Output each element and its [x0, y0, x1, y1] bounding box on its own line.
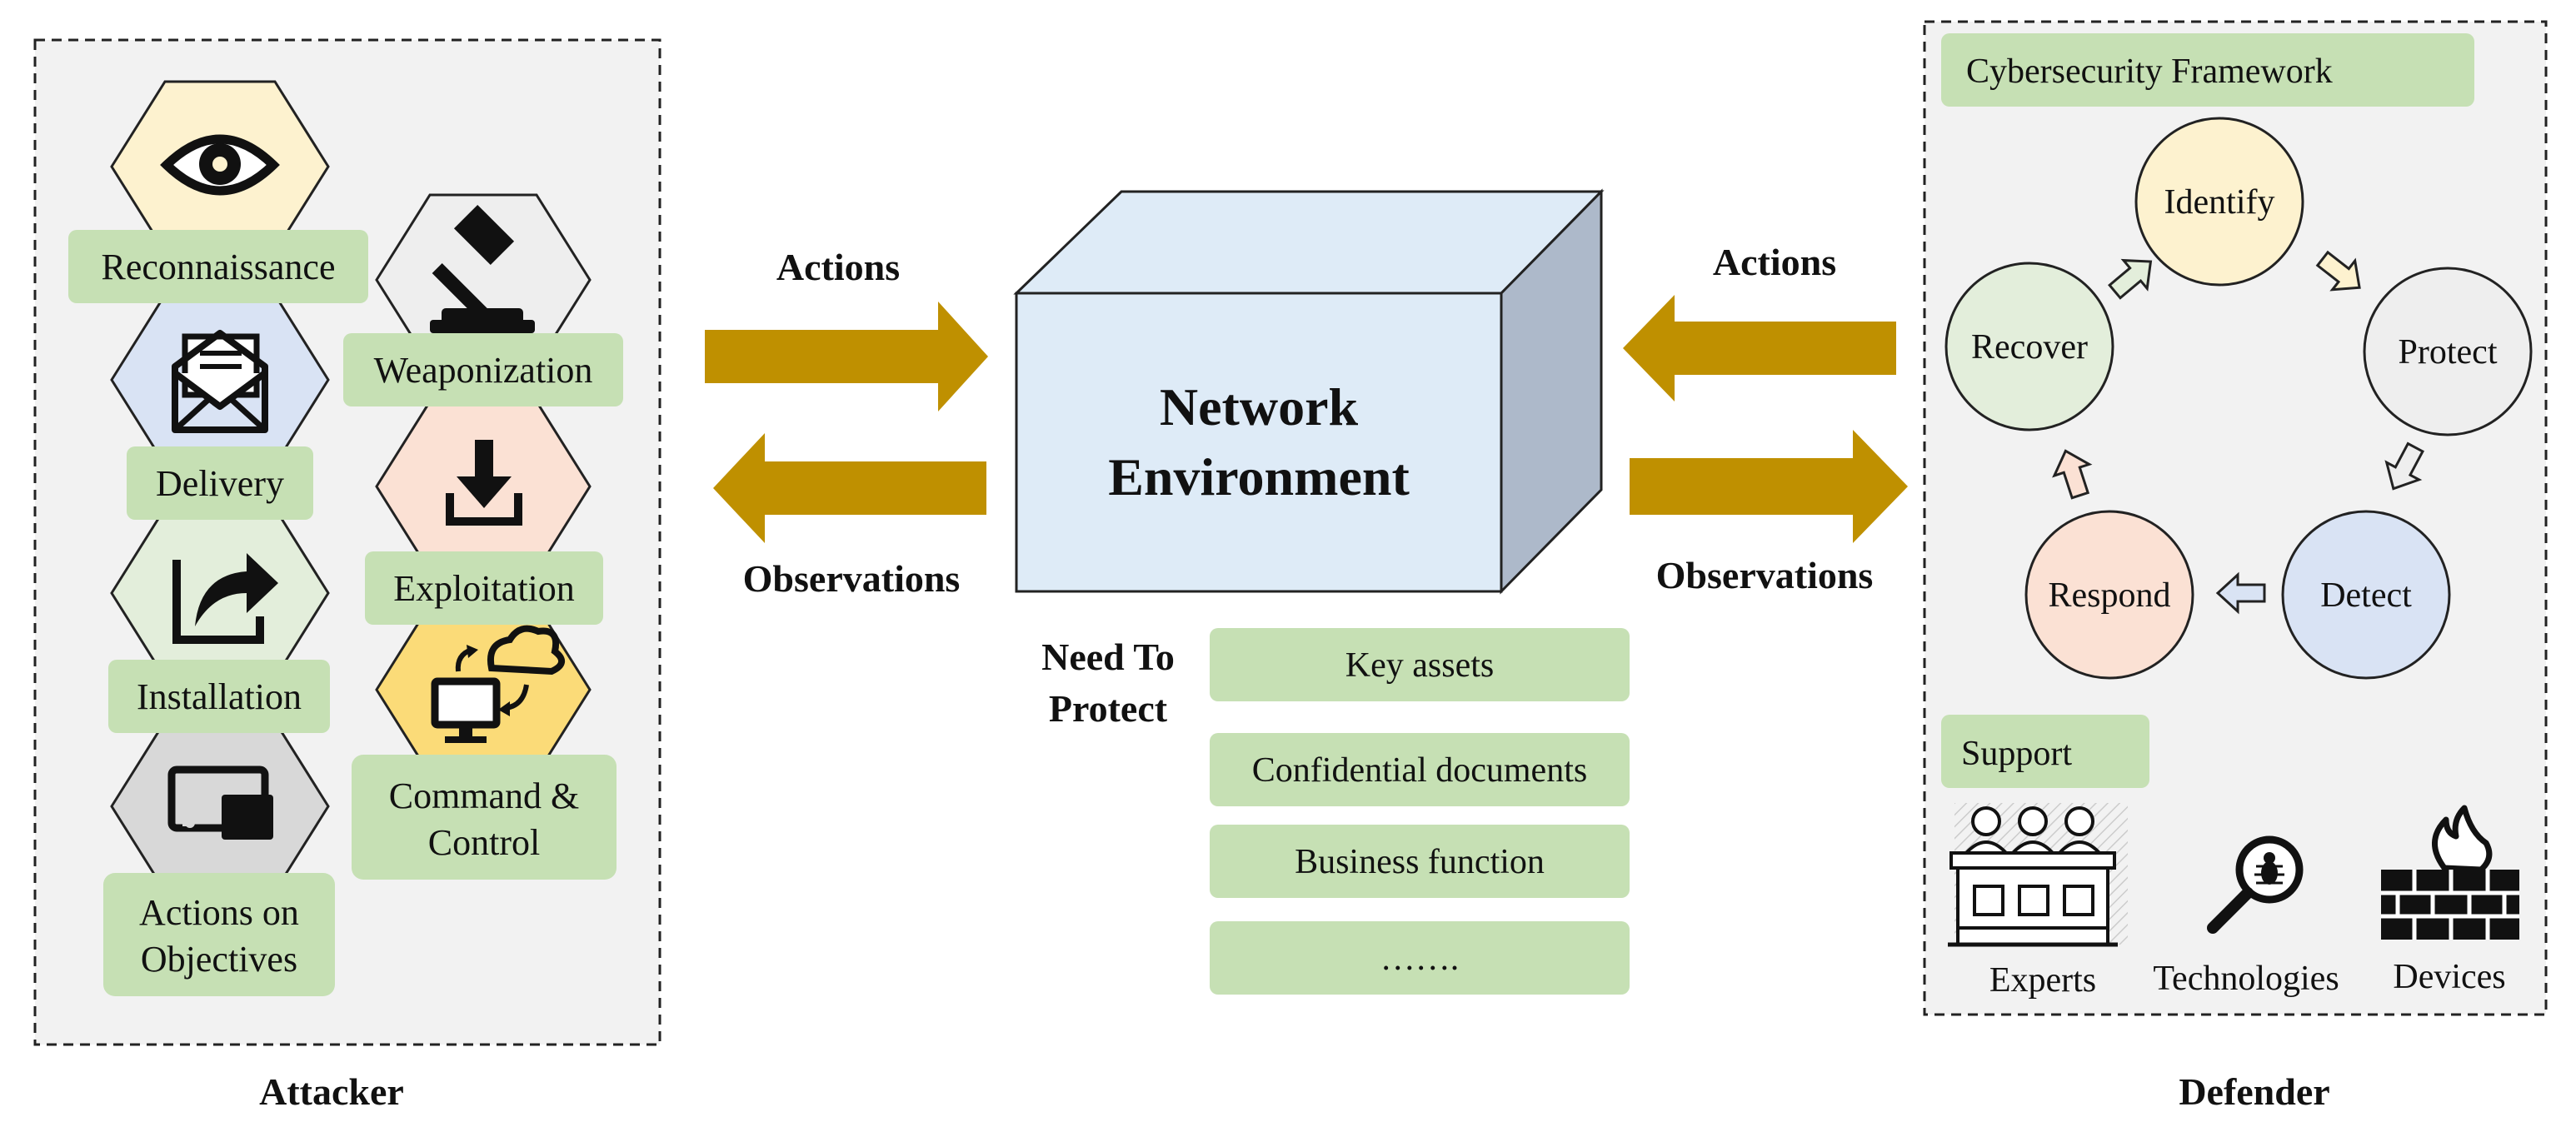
computer-cloud-icon: [431, 625, 565, 743]
arrow-respond-to-recover: [2052, 449, 2093, 500]
weaponization-text: Weaponization: [374, 350, 593, 391]
right-observations-arrow: [1630, 430, 1908, 543]
network-environment-line1: Network: [1160, 377, 1359, 436]
command-control-text-line2: Control: [428, 822, 540, 863]
left-actions-label: Actions: [776, 246, 900, 288]
gavel-icon: [430, 204, 535, 333]
need-to-protect-line1: Need To: [1041, 636, 1175, 678]
delivery-text: Delivery: [156, 463, 284, 504]
support-devices-label: Devices: [2393, 958, 2505, 996]
right-actions-arrow: [1623, 295, 1896, 401]
framework-label-box: [1941, 33, 2474, 107]
asset-confidential-documents: Confidential documents: [1252, 751, 1587, 790]
left-observations-arrow: [713, 433, 986, 543]
eye-icon: [160, 134, 280, 196]
reconnaissance-text: Reconnaissance: [102, 247, 336, 287]
stage-label-command-control: [352, 755, 617, 880]
asset-ellipsis: …….: [1380, 940, 1460, 978]
arrow-protect-to-detect: [2384, 441, 2425, 491]
asset-box-confidential-documents: [1210, 733, 1630, 806]
stage-label-exploitation: [365, 551, 603, 625]
asset-key-assets: Key assets: [1345, 646, 1494, 685]
asset-box-key-assets: [1210, 628, 1630, 701]
installation-text: Installation: [137, 676, 302, 717]
arrow-recover-to-identify: [2108, 258, 2153, 300]
function-identify: [2134, 117, 2304, 287]
download-icon: [446, 440, 522, 526]
function-protect: [2363, 267, 2533, 436]
support-label-box: [1941, 715, 2149, 788]
recover-text: Recover: [1971, 328, 2088, 367]
envelope-icon: [172, 330, 268, 433]
stage-label-actions-on-objectives: [103, 873, 335, 996]
stage-label-reconnaissance: [68, 230, 368, 303]
support-technologies-label: Technologies: [2153, 960, 2339, 998]
stage-label-delivery: [127, 446, 313, 520]
actions-on-objectives-text-line2: Objectives: [141, 939, 297, 980]
share-arrow-icon: [172, 553, 278, 644]
support-label: Support: [1961, 735, 2072, 773]
arrow-detect-to-respond: [2215, 571, 2266, 615]
need-to-protect-line2: Protect: [1049, 687, 1168, 730]
network-environment-box: [1015, 292, 1503, 593]
protect-text: Protect: [2399, 333, 2498, 372]
stage-label-installation: [108, 660, 330, 733]
framework-label: Cybersecurity Framework: [1966, 52, 2333, 91]
stage-label-weaponization: [343, 333, 623, 406]
right-observations-label: Observations: [1656, 554, 1874, 596]
network-environment-line2: Environment: [1108, 447, 1410, 506]
defender-title: Defender: [2179, 1070, 2329, 1113]
asset-box-ellipsis: [1210, 921, 1630, 995]
function-respond: [2024, 510, 2194, 680]
right-actions-label: Actions: [1713, 241, 1836, 283]
left-observations-label: Observations: [743, 557, 961, 600]
respond-text: Respond: [2049, 576, 2171, 615]
attacker-title: Attacker: [259, 1070, 404, 1113]
asset-business-function: Business function: [1295, 843, 1545, 881]
function-detect: [2281, 510, 2451, 680]
detect-text: Detect: [2320, 576, 2412, 615]
exploitation-text: Exploitation: [393, 568, 575, 609]
box-top-face: [1013, 190, 1605, 295]
devices-icon: [2381, 805, 2519, 940]
left-actions-arrow: [705, 302, 988, 411]
function-recover: [1944, 262, 2114, 431]
arrow-identify-to-protect: [2315, 250, 2361, 292]
asset-box-business-function: [1210, 825, 1630, 898]
support-experts-label: Experts: [1989, 961, 2096, 1000]
command-control-text-line1: Command &: [389, 775, 580, 816]
experts-icon: [1948, 803, 2128, 947]
identify-text: Identify: [2164, 183, 2275, 222]
cast-screen-icon: [167, 765, 273, 840]
actions-on-objectives-text-line1: Actions on: [139, 892, 299, 933]
technologies-icon: [2207, 835, 2304, 934]
